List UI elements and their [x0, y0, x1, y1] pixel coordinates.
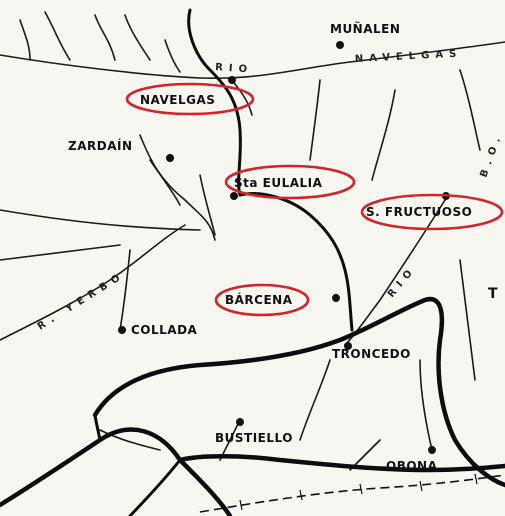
river-line — [371, 89, 396, 181]
place-label-barcena: BÁRCENA — [225, 292, 293, 307]
river-line — [0, 244, 121, 261]
river-navelgas — [0, 41, 505, 80]
river-line — [139, 134, 216, 241]
highlight-ring-navelgas — [125, 82, 255, 116]
place-label-munalen: MUÑALEN — [330, 21, 400, 36]
railway-tick — [359, 483, 363, 495]
road-main — [92, 296, 505, 488]
river-line — [164, 39, 181, 73]
railway-line — [199, 474, 505, 513]
town-dot-bustiello — [236, 418, 244, 426]
town-dot-zardain — [166, 154, 174, 162]
edge-text: T — [488, 286, 498, 302]
river-line — [0, 209, 201, 231]
river-line — [459, 259, 476, 381]
river-line — [19, 19, 31, 61]
river-line — [44, 11, 71, 61]
railway-tick — [299, 489, 303, 501]
town-dot-troncedo — [344, 342, 352, 350]
river-label-rio-right: RIO — [386, 264, 419, 300]
town-dot-navelgas — [228, 76, 236, 84]
river-yerbo — [0, 224, 186, 341]
river-line — [344, 199, 446, 346]
roads — [0, 8, 505, 516]
railway-tick — [239, 499, 243, 511]
place-label-collada: COLLADA — [131, 323, 198, 337]
town-dot-collada — [118, 326, 126, 334]
river-labels: RIO NAVELGAS R. YERBO RIO B.O. — [36, 48, 505, 332]
river-label-rio-navelgas-1: RIO — [215, 62, 254, 76]
river-line — [99, 429, 161, 451]
river-line — [199, 174, 216, 236]
river-line — [419, 359, 433, 451]
place-label-sta-eulalia: Sta EULALIA — [234, 176, 323, 190]
river-label-edge: B.O. — [478, 131, 505, 179]
river-line — [94, 14, 116, 61]
road-line — [187, 8, 242, 197]
highlight-ring-s-fructuoso — [360, 193, 504, 231]
road-line — [93, 413, 102, 442]
highlight-ring-sta-eulalia — [224, 164, 356, 200]
town-dot-obona — [428, 446, 436, 454]
town-dot-munalen — [336, 41, 344, 49]
river-label-rio-navelgas-2: NAVELGAS — [355, 48, 463, 65]
river-line — [119, 249, 131, 331]
river-label-rio-yerbo: R. YERBO — [36, 270, 128, 333]
place-label-s-fructuoso: S. FRUCTUOSO — [366, 205, 472, 219]
railway-tick — [474, 473, 478, 485]
road-line — [128, 458, 182, 516]
river-line — [299, 359, 331, 441]
place-label-navelgas: NAVELGAS — [140, 93, 215, 107]
river-line — [459, 69, 481, 151]
road-main — [0, 427, 233, 516]
town-dot-sta-eulalia — [230, 192, 238, 200]
rivers — [0, 11, 505, 471]
town-dot-barcena — [332, 294, 340, 302]
road-main — [177, 454, 505, 473]
highlight-rings — [125, 82, 504, 317]
place-labels: MUÑALEN NAVELGAS ZARDAÍN Sta EULALIA S. … — [68, 21, 498, 473]
river-line — [309, 79, 321, 161]
railway — [199, 473, 505, 513]
railway-tick — [419, 480, 423, 492]
place-label-zardain: ZARDAÍN — [68, 138, 132, 153]
highlight-ring-barcena — [214, 283, 310, 317]
place-label-troncedo: TRONCEDO — [332, 347, 411, 361]
place-label-bustiello: BUSTIELLO — [215, 431, 293, 445]
place-label-obona: OBONA — [386, 459, 438, 473]
river-line — [124, 14, 151, 61]
